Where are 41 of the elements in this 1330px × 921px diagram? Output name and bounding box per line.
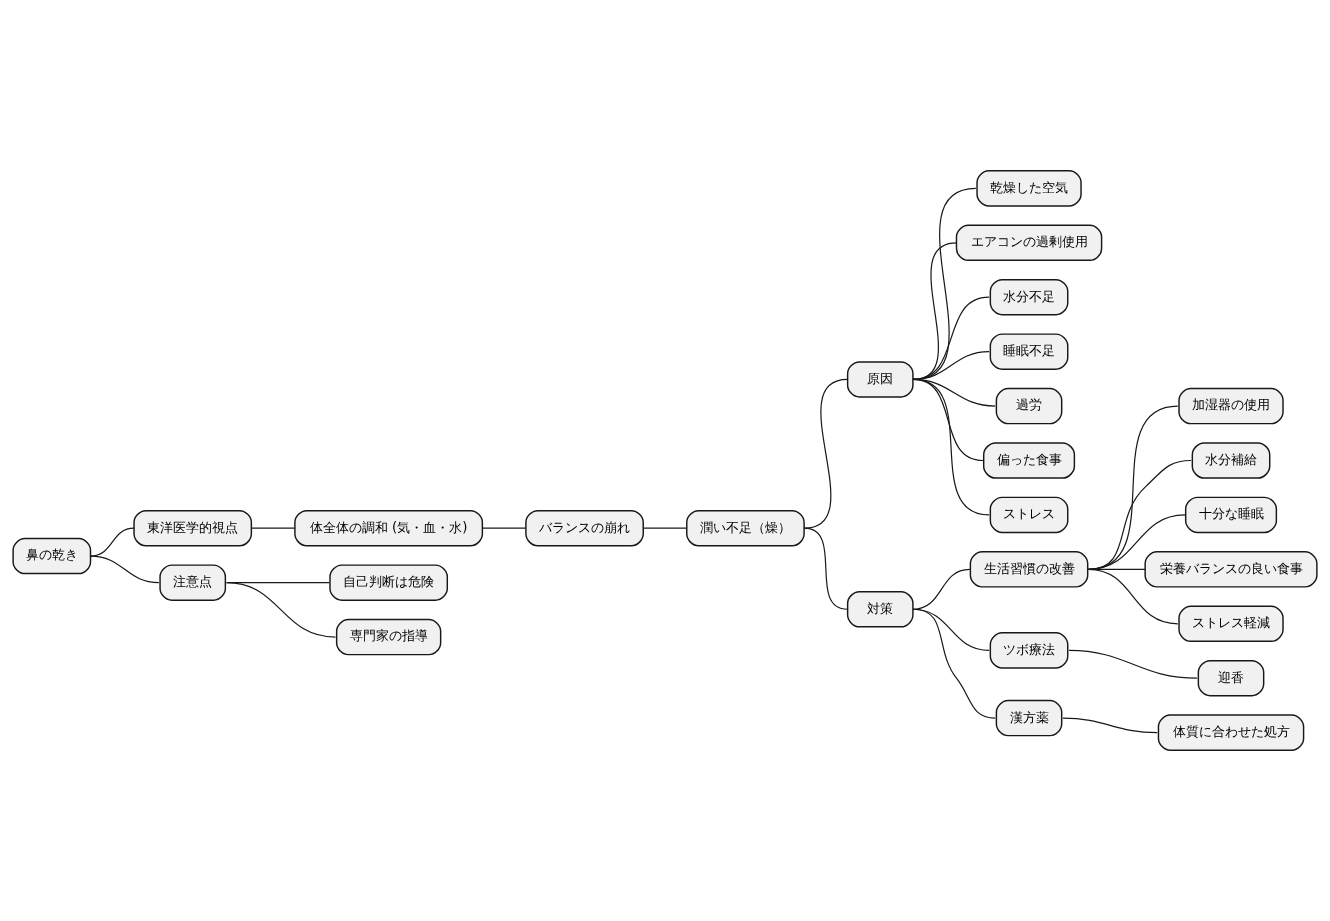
node-box: ストレス軽減 [1178, 605, 1284, 643]
node-box: エアコンの過剰使用 [955, 224, 1103, 262]
connector [89, 555, 160, 584]
node-box: 水分補給 [1191, 442, 1271, 479]
connector [912, 608, 996, 719]
node-box: 乾燥した空気 [976, 170, 1082, 207]
connector [1062, 717, 1158, 734]
node-box: 鼻の乾き [12, 537, 92, 575]
node-box: 睡眠不足 [989, 333, 1069, 370]
connector [481, 527, 527, 529]
node-box: 自己判断は危険 [329, 564, 449, 601]
connector [803, 527, 849, 610]
node-box: 体質に合わせた処方 [1157, 714, 1305, 751]
connector [1087, 459, 1192, 570]
node-box: バランスの崩れ [525, 509, 644, 547]
node-box: 体全体の調和 (気・血・水) [294, 509, 484, 547]
node-box: 加湿器の使用 [1178, 387, 1284, 425]
node-box: ツボ療法 [989, 632, 1069, 669]
node-box: 対策 [846, 591, 914, 628]
connector [912, 568, 971, 610]
node-box: 潤い不足（燥） [686, 509, 805, 547]
node-box: 十分な睡眠 [1184, 496, 1278, 534]
connector [1087, 568, 1179, 625]
connector [803, 378, 849, 529]
connector [912, 378, 990, 516]
node-box: 水分不足 [989, 278, 1069, 316]
node-box: 栄養バランスの良い食事 [1144, 551, 1318, 588]
node-box: 注意点 [159, 564, 227, 601]
node-box: 原因 [846, 361, 914, 398]
connector [225, 582, 337, 638]
connector [250, 527, 296, 529]
node-box: 過労 [995, 387, 1063, 425]
node-box: 漢方薬 [995, 699, 1063, 737]
connector [1068, 649, 1198, 679]
node-box: 東洋医学的視点 [133, 509, 253, 547]
node-box: 迎香 [1197, 659, 1265, 697]
node-box: 専門家の指導 [335, 618, 442, 656]
node-box: 生活習慣の改善 [969, 551, 1089, 588]
node-box: ストレス [989, 496, 1069, 534]
node-box: 偏った食事 [982, 442, 1076, 479]
connector [642, 527, 688, 529]
